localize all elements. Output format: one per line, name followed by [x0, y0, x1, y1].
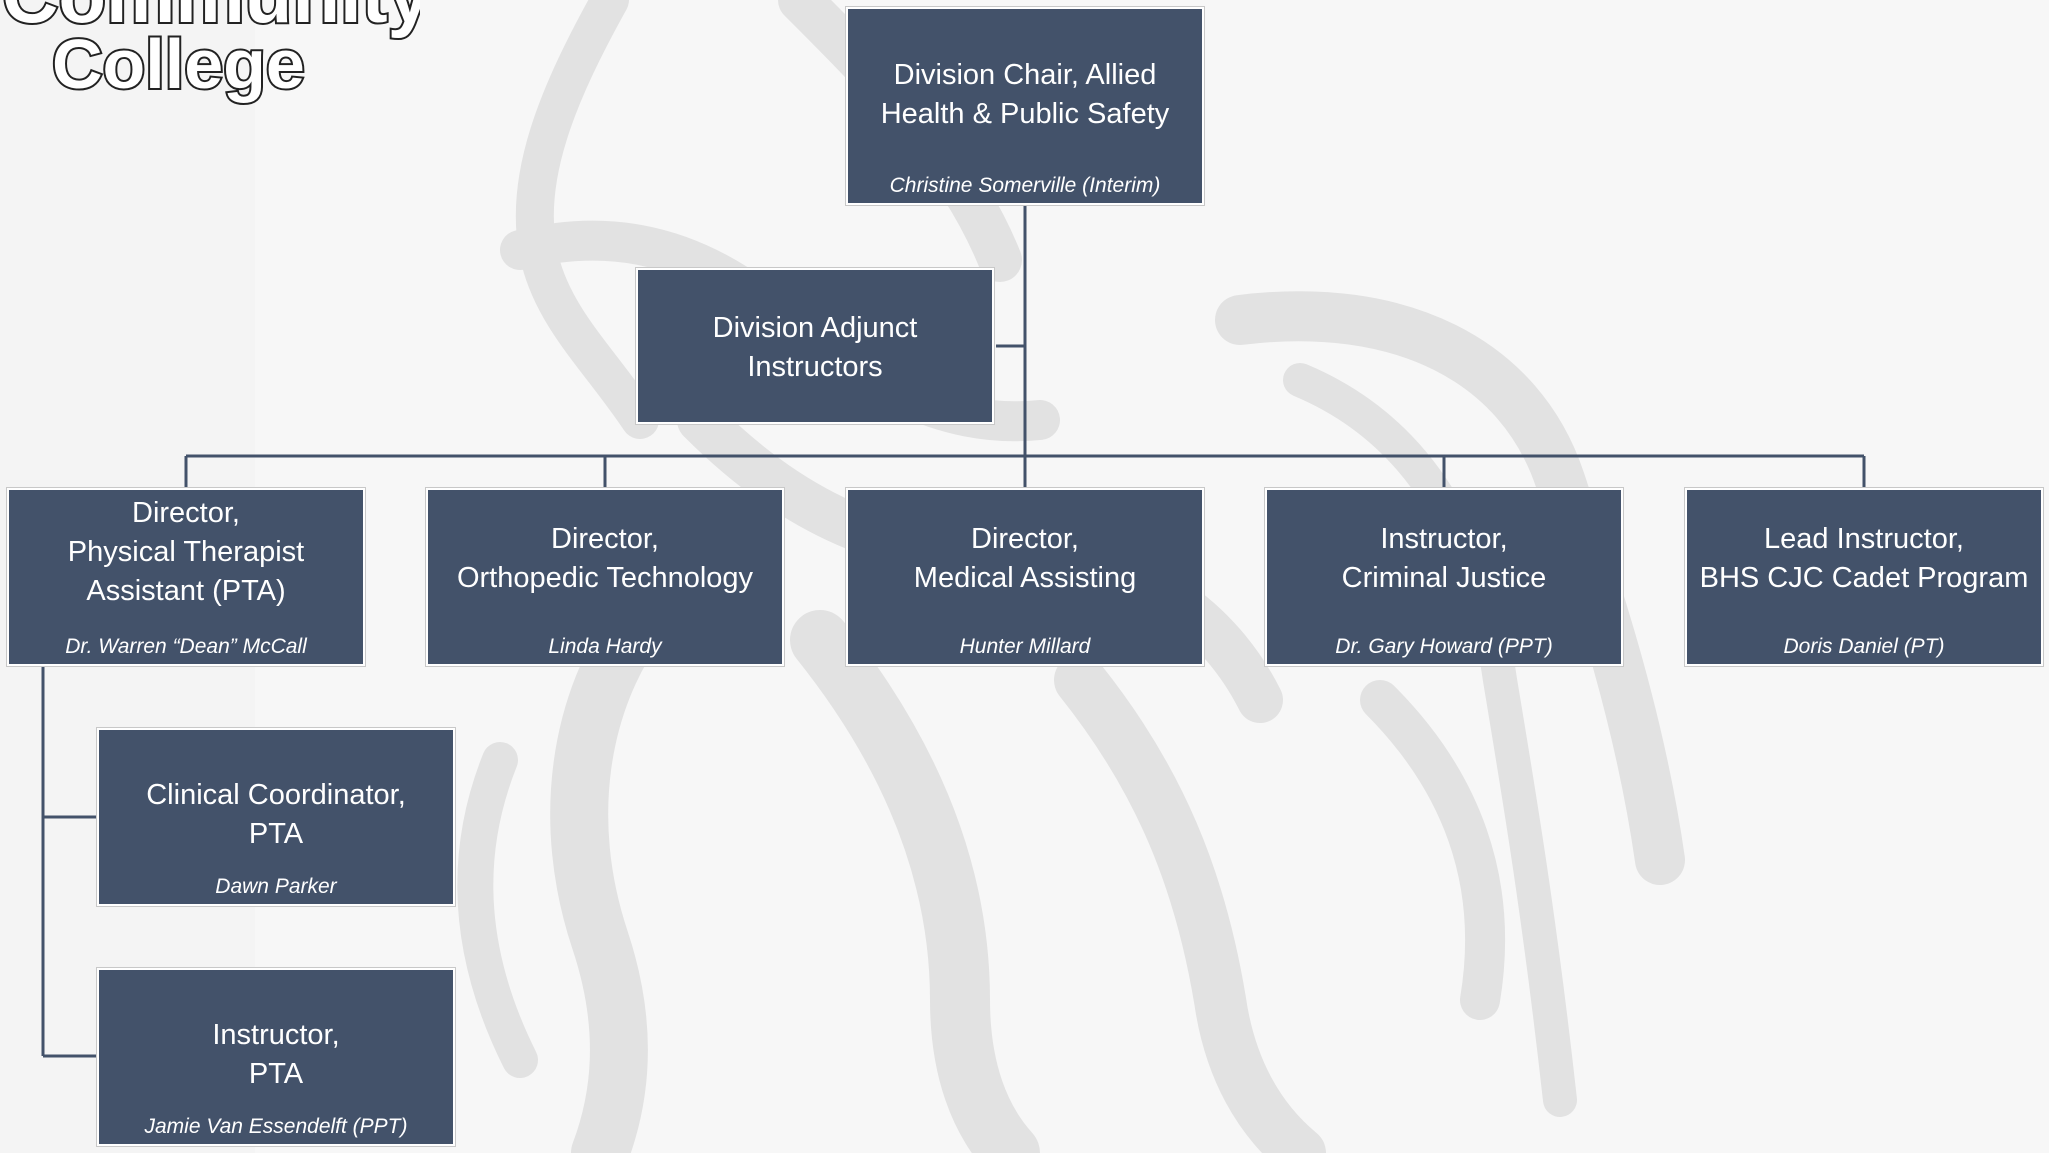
director-title-pta: Director, Physical Therapist Assistant (…	[67, 497, 305, 607]
director-box-ortho: Director, Orthopedic Technology Linda Ha…	[426, 488, 784, 666]
pta-instructor-title: Instructor, PTA	[212, 1019, 340, 1090]
director-title-medical: Director, Medical Assisting	[913, 523, 1137, 594]
director-box-criminal-justice: Instructor, Criminal Justice Dr. Gary Ho…	[1265, 488, 1623, 666]
college-logo: Community College	[0, 0, 420, 105]
director-person-cadet: Doris Daniel (PT)	[1783, 635, 1945, 658]
pta-clinical-coordinator-person: Dawn Parker	[215, 875, 337, 898]
director-box-medical: Director, Medical Assisting Hunter Milla…	[846, 488, 1204, 666]
adjunct-instructors-title: Division Adjunct Instructors	[712, 312, 918, 383]
director-title-criminal-justice: Instructor, Criminal Justice	[1341, 523, 1547, 594]
pta-clinical-coordinator-box: Clinical Coordinator, PTA Dawn Parker	[97, 728, 455, 906]
director-person-criminal-justice: Dr. Gary Howard (PPT)	[1335, 635, 1553, 658]
division-chair-box: Division Chair, Allied Health & Public S…	[846, 7, 1204, 205]
pta-instructor-box: Instructor, PTA Jamie Van Essendelft (PP…	[97, 968, 455, 1146]
logo-line-1: Community	[2, 0, 420, 39]
adjunct-instructors-box: Division Adjunct Instructors	[636, 268, 994, 424]
division-chair-title: Division Chair, Allied Health & Public S…	[880, 59, 1170, 130]
director-person-ortho: Linda Hardy	[548, 635, 662, 658]
director-title-cadet: Lead Instructor, BHS CJC Cadet Program	[1699, 523, 2029, 594]
director-person-medical: Hunter Millard	[959, 635, 1091, 658]
director-person-pta: Dr. Warren “Dean” McCall	[65, 635, 307, 658]
director-title-ortho: Director, Orthopedic Technology	[456, 523, 754, 594]
director-box-cadet: Lead Instructor, BHS CJC Cadet Program D…	[1685, 488, 2043, 666]
pta-clinical-coordinator-title: Clinical Coordinator, PTA	[146, 779, 406, 850]
logo-line-2: College	[52, 25, 305, 103]
division-chair-person: Christine Somerville (Interim)	[889, 174, 1161, 197]
director-box-pta: Director, Physical Therapist Assistant (…	[7, 488, 365, 666]
pta-instructor-person: Jamie Van Essendelft (PPT)	[144, 1115, 408, 1138]
